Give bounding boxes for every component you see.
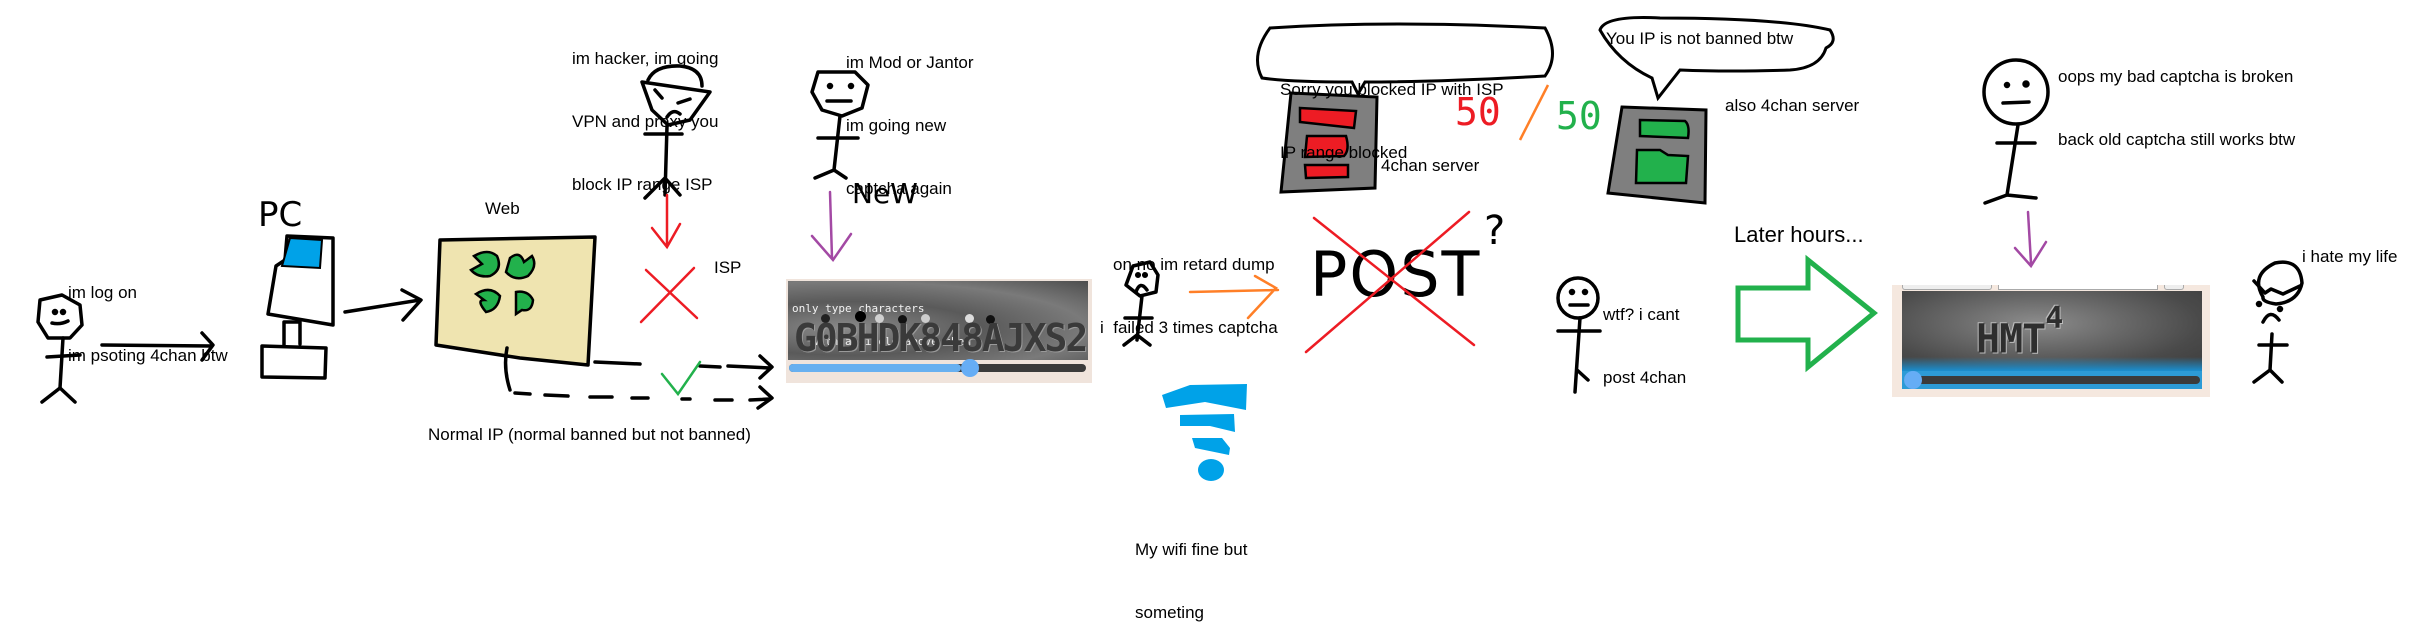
captcha-circle-dot <box>921 314 930 323</box>
mod-caption-line: im going new <box>846 116 947 135</box>
hacker-caption-line: block IP range ISP <box>572 175 713 194</box>
angry-stick-figure <box>2252 260 2304 384</box>
hate-caption: i hate my life <box>2302 247 2398 266</box>
oops-caption-line: back old captcha still works btw <box>2058 130 2296 149</box>
failed-captcha-stick-figure <box>1122 260 1160 347</box>
wifi-icon <box>1162 384 1247 481</box>
oops-caption-line: oops my bad captcha is broken <box>2058 67 2294 86</box>
captcha-old-code-sup: 4 <box>2045 301 2063 336</box>
fail-caption: on no im retard dump i failed 3 times ca… <box>1100 212 1278 359</box>
hacker-caption: im hacker, im going VPN and proxy you bl… <box>572 6 718 216</box>
captcha-circle-dot <box>898 315 907 324</box>
captcha-new-image: only type characters with a circle above… <box>788 281 1088 360</box>
confused-caption-line: post 4chan <box>1603 368 1687 387</box>
server-blocked-label: 4chan server <box>1381 156 1480 175</box>
speech-bubble-blocked <box>1256 22 1554 98</box>
user-caption-line: im log on <box>68 283 137 302</box>
odds-right: 50 <box>1556 94 1602 138</box>
arrow-user-to-pc <box>100 331 215 362</box>
user-caption: im log on im psoting 4chan btw <box>68 240 228 387</box>
captcha-old-code: HMT4 <box>1976 301 2063 363</box>
captcha-old-widget[interactable]: HMT4 <box>1892 285 2210 397</box>
oops-mod-stick-figure <box>1982 58 2050 205</box>
captcha-old-slider[interactable] <box>1904 371 2200 389</box>
captcha-hint-line: with a circle above them <box>792 335 971 348</box>
server-ok-label: also 4chan server <box>1725 96 1860 115</box>
odds-left: 50 <box>1455 90 1501 134</box>
hacker-caption-line: VPN and proxy you <box>572 112 719 131</box>
post-label: POST <box>1310 238 1482 311</box>
user-stick-figure <box>36 293 84 404</box>
captcha-circle-dot <box>986 315 995 324</box>
captcha-old-button[interactable] <box>2164 285 2184 290</box>
arrow-pc-to-web <box>343 288 423 322</box>
web-label: Web <box>485 199 520 218</box>
captcha-circle-dot <box>965 314 974 323</box>
captcha-old-slider-box <box>1902 371 2202 389</box>
speech-bubble-not-banned <box>1598 16 1835 102</box>
mod-stick-figure <box>810 70 870 180</box>
pc-label: PC <box>258 195 303 235</box>
oops-caption: oops my bad captcha is broken back old c… <box>2058 24 2295 171</box>
new-label: NeW <box>852 177 918 210</box>
server-blocked-bubble-text: Sorry you blocked IP with ISP IP range b… <box>1280 37 1504 184</box>
bubble-line: Sorry you blocked IP with ISP <box>1280 80 1504 99</box>
mod-caption-line: im Mod or Jantor <box>846 53 974 72</box>
purple-arrow-down-old <box>2013 210 2048 269</box>
pc-screen-icon <box>280 236 324 270</box>
4chan-clover-icon <box>469 250 536 317</box>
green-check-mark <box>660 360 702 397</box>
purple-arrow-down-new <box>810 190 853 263</box>
captcha-old-input[interactable] <box>1998 285 2158 290</box>
captcha-new-hint: only type characters with a circle above… <box>792 281 971 360</box>
server-blocked-icon <box>1279 91 1379 194</box>
captcha-new-slider[interactable] <box>789 359 1086 377</box>
later-hours-label: Later hours... <box>1734 222 1864 247</box>
normal-ip-label: Normal IP (normal banned but not banned) <box>428 425 751 444</box>
server-ok-icon <box>1606 105 1708 205</box>
captcha-old-slider-thumb[interactable] <box>1904 371 1922 389</box>
confused-caption: wtf? i cant post 4chan <box>1603 262 1686 409</box>
server-ok-bubble-text: You IP is not banned btw <box>1606 29 1794 48</box>
captcha-new-slider-thumb[interactable] <box>961 359 980 377</box>
wifi-caption-line: My wifi fine but <box>1135 540 1248 559</box>
confused-stick-figure <box>1556 276 1602 394</box>
red-x-mark <box>639 266 699 324</box>
drawing-canvas <box>36 16 2304 481</box>
wifi-caption-line: someting <box>1135 603 1204 622</box>
later-hours-arrow-icon <box>1735 254 1878 373</box>
captcha-old-toolbar <box>1902 285 2200 290</box>
confused-caption-line: wtf? i cant <box>1603 305 1680 324</box>
captcha-old-code-text: HMT <box>1976 316 2046 363</box>
captcha-new-slider-fill <box>789 364 962 372</box>
wifi-caption: My wifi fine but someting <box>1135 497 1247 644</box>
red-arrow-down <box>650 193 682 250</box>
orange-arrow <box>1188 274 1280 320</box>
fail-caption-line: i failed 3 times captcha <box>1100 318 1278 337</box>
captcha-circle-dot <box>821 314 830 323</box>
captcha-circle-dot <box>875 314 884 323</box>
isp-label: ISP <box>714 258 742 277</box>
user-caption-line: im psoting 4chan btw <box>68 346 228 365</box>
mod-caption-line: captcha again <box>846 179 952 198</box>
hacker-caption-line: im hacker, im going <box>572 49 719 68</box>
captcha-old-tab[interactable] <box>1902 285 1992 290</box>
captcha-new-code: G0BHDK848AJXS2 <box>794 316 1088 360</box>
captcha-hint-line: only type characters <box>792 302 925 315</box>
captcha-circle-dot <box>855 311 866 322</box>
bubble-line: IP range blocked <box>1280 143 1408 162</box>
hacker-stick-figure <box>640 64 712 200</box>
captcha-new-widget[interactable]: only type characters with a circle above… <box>786 279 1092 383</box>
fail-caption-line: on no im retard dump <box>1113 255 1275 274</box>
mod-caption: im Mod or Jantor im going new captcha ag… <box>846 10 974 220</box>
question-mark: ? <box>1484 208 1506 254</box>
captcha-old-glow <box>1902 357 2202 371</box>
odds-slash <box>1518 84 1550 141</box>
